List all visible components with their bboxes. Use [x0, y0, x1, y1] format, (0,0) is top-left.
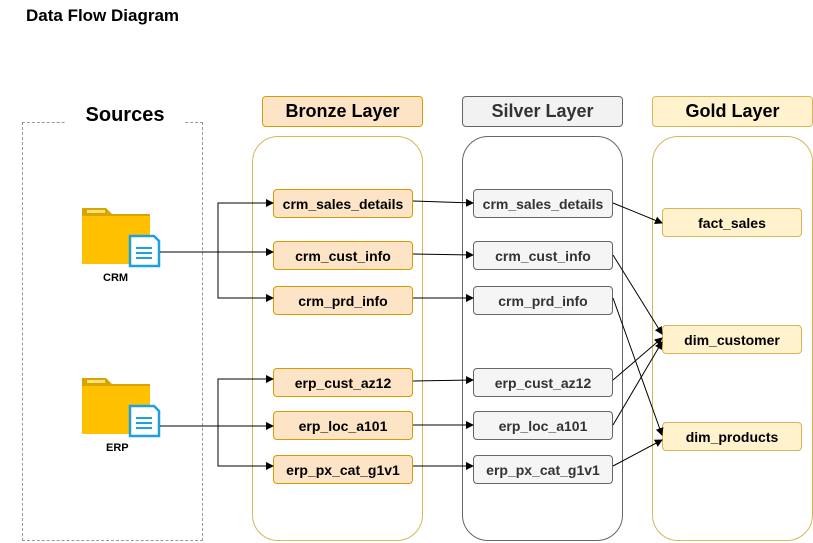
- bronze-node-crm-cust-info[interactable]: crm_cust_info: [273, 241, 413, 270]
- crm-label: CRM: [103, 272, 129, 284]
- edge-silver-to-gold-fact-sales: [612, 202, 663, 225]
- bronze-node-erp-px-cat-g1v1[interactable]: erp_px_cat_g1v1: [273, 455, 413, 484]
- edge-silver-to-gold-dim-customer-2: [612, 337, 663, 381]
- erp-label: ERP: [106, 442, 129, 454]
- silver-layer-header: Silver Layer: [462, 96, 623, 127]
- bronze-layer-lane: [252, 136, 423, 541]
- silver-node-crm-prd-info[interactable]: crm_prd_info: [473, 286, 613, 315]
- crm-folder-icon[interactable]: [80, 206, 164, 270]
- gold-node-dim-products[interactable]: dim_products: [662, 422, 802, 451]
- edge-silver-to-gold-dim-customer-1: [612, 254, 663, 335]
- edge-silver-to-gold-dim-customer-3: [612, 341, 663, 426]
- sources-label: Sources: [66, 104, 184, 127]
- edge-bronze-to-silver-crm-cust-info: [412, 250, 474, 259]
- silver-layer-lane: [462, 136, 623, 541]
- gold-node-dim-customer[interactable]: dim_customer: [662, 325, 802, 354]
- silver-node-erp-cust-az12[interactable]: erp_cust_az12: [473, 368, 613, 397]
- erp-folder-icon[interactable]: [80, 376, 164, 440]
- bronze-node-crm-prd-info[interactable]: crm_prd_info: [273, 286, 413, 315]
- page-title: Data Flow Diagram: [26, 6, 180, 25]
- bronze-layer-header: Bronze Layer: [262, 96, 423, 127]
- edge-erp-to-bronze-erp-px-cat-g1v1: [160, 425, 274, 470]
- bronze-node-erp-cust-az12[interactable]: erp_cust_az12: [273, 368, 413, 397]
- silver-node-crm-cust-info[interactable]: crm_cust_info: [473, 241, 613, 270]
- silver-node-crm-sales-details[interactable]: crm_sales_details: [473, 189, 613, 218]
- bronze-node-erp-loc-a101[interactable]: erp_loc_a101: [273, 411, 413, 440]
- edge-erp-to-bronze-erp-cust-az12: [160, 375, 274, 427]
- document-icon: [128, 234, 161, 268]
- edge-crm-to-bronze-crm-sales-details: [160, 199, 274, 253]
- edge-bronze-to-silver-erp-cust-az12: [412, 376, 474, 385]
- edge-silver-to-gold-dim-products-1: [612, 297, 664, 436]
- edge-crm-to-bronze-crm-prd-info: [160, 251, 274, 302]
- document-icon: [128, 404, 161, 438]
- edge-bronze-to-silver-crm-sales-details: [412, 198, 474, 207]
- bronze-node-crm-sales-details[interactable]: crm_sales_details: [273, 189, 413, 218]
- silver-node-erp-loc-a101[interactable]: erp_loc_a101: [473, 411, 613, 440]
- edge-silver-to-gold-dim-products-2: [612, 439, 663, 467]
